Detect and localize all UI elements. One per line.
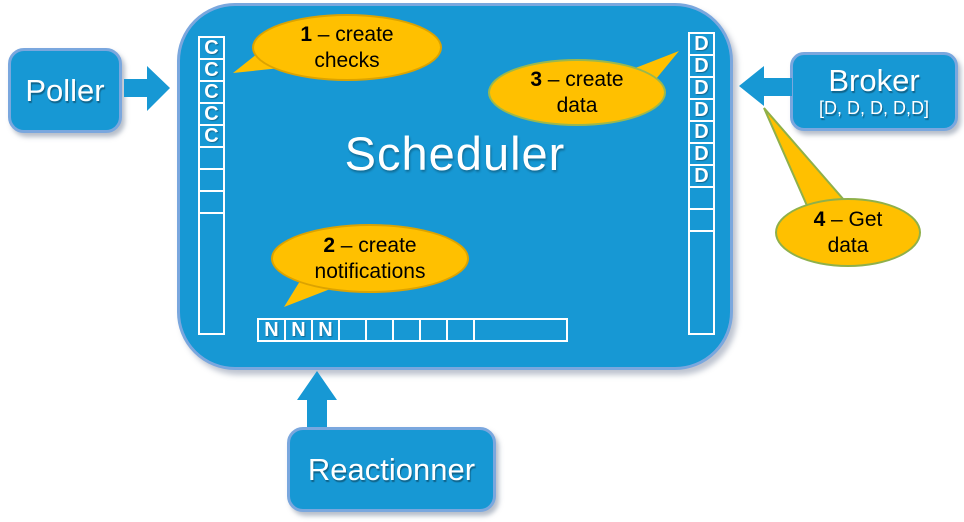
broker-box: Broker [D, D, D, D,D] <box>790 52 958 131</box>
callout-number: 2 <box>323 233 336 257</box>
broker-to-scheduler-arrow <box>739 66 792 106</box>
queue-cell <box>198 146 225 170</box>
callout-create-notifications: 2– create notifications <box>271 224 469 293</box>
broker-sublabel: [D, D, D, D,D] <box>818 98 929 118</box>
broker-label: Broker <box>828 63 920 98</box>
queue-cell <box>338 318 367 342</box>
queue-cell: C <box>198 80 225 104</box>
queue-cell: D <box>688 120 715 144</box>
callout-number: 4 <box>813 207 826 231</box>
queue-cell: N <box>257 318 286 342</box>
queue-cell: N <box>284 318 313 342</box>
queue-cell: C <box>198 58 225 82</box>
poller-to-scheduler-arrow <box>124 66 170 111</box>
queue-cell <box>688 208 715 232</box>
queue-cell <box>419 318 448 342</box>
reactionner-label: Reactionner <box>307 451 476 487</box>
queue-cell: D <box>688 164 715 188</box>
poller-label: Poller <box>25 72 105 108</box>
reactionner-box: Reactionner <box>287 427 496 512</box>
callout-create-checks: 1– create checks <box>252 14 442 81</box>
callout-text: – create data <box>547 67 624 117</box>
queue-cell: C <box>198 102 225 126</box>
queue-cell: D <box>688 98 715 122</box>
queue-cell <box>392 318 421 342</box>
callout-number: 3 <box>530 67 543 91</box>
queue-wide-cell <box>473 318 568 342</box>
queue-cell <box>446 318 475 342</box>
queue-cell: D <box>688 142 715 166</box>
callout-text: – create checks <box>314 22 394 72</box>
queue-cell <box>688 186 715 210</box>
queue-cell <box>365 318 394 342</box>
queue-cell: D <box>688 54 715 78</box>
poller-box: Poller <box>8 48 122 133</box>
callout-number: 1 <box>300 22 313 46</box>
queue-cell: N <box>311 318 340 342</box>
queue-cell: C <box>198 124 225 148</box>
queue-cell <box>198 168 225 192</box>
scheduler-title: Scheduler <box>344 127 566 180</box>
callout-create-data: 3– create data <box>488 59 666 126</box>
callout-get-data: 4– Get data <box>775 198 921 267</box>
reactionner-to-scheduler-arrow <box>297 371 337 427</box>
queue-tall-cell <box>688 230 715 335</box>
callout-text: – create notifications <box>314 233 426 283</box>
queue-cell: D <box>688 32 715 56</box>
queue-cell <box>198 190 225 214</box>
callout-text: – Get data <box>827 207 883 257</box>
queue-cell: C <box>198 36 225 60</box>
queue-tall-cell <box>198 212 225 335</box>
queue-cell: D <box>688 76 715 100</box>
